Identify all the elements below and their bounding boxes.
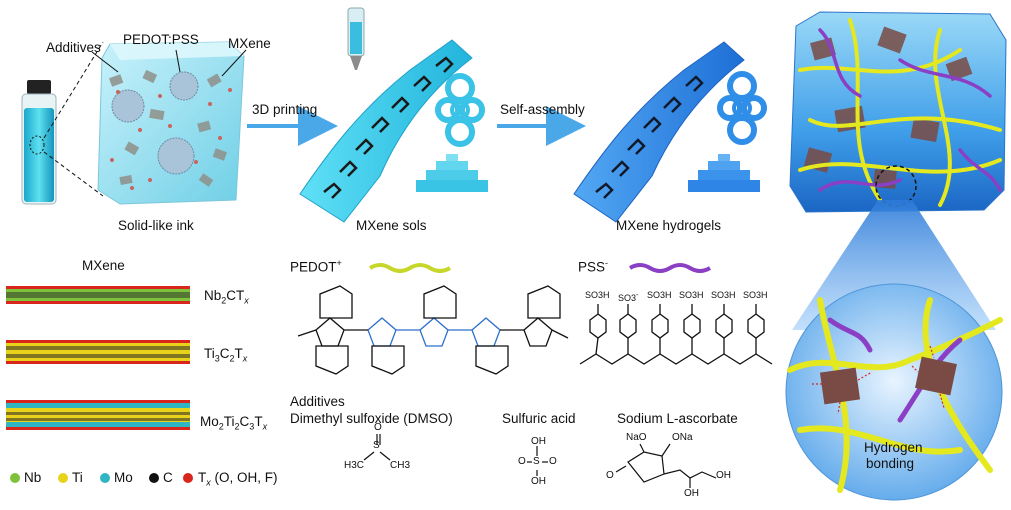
label-self-assembly: Self-assembly bbox=[500, 102, 585, 117]
legend-dots bbox=[10, 473, 193, 483]
dmso-ch3: CH3 bbox=[390, 460, 411, 471]
ascorbate-oh-1: OH bbox=[716, 470, 731, 481]
mxene-layer-nb bbox=[6, 286, 190, 304]
caption-mxene-hydrogels: MXene hydrogels bbox=[616, 218, 722, 233]
ascorbate-oh-2: OH bbox=[684, 488, 699, 499]
h2so4-o-right: O bbox=[549, 456, 557, 467]
dmso-s: S bbox=[373, 440, 380, 451]
sol-ribbon bbox=[299, 39, 473, 223]
pss-so3h-4: SO3H bbox=[711, 290, 736, 300]
pss-so3h-2: SO3H bbox=[647, 290, 672, 300]
formula-mo2ti2c3tx: Mo2Ti2C3Tx bbox=[200, 414, 268, 432]
pointer-mxene bbox=[221, 49, 247, 77]
hydrogel-block bbox=[789, 11, 1007, 213]
pedot-color-key bbox=[368, 263, 452, 273]
formula-ti3c2tx: Ti3C2Tx bbox=[204, 346, 248, 364]
gel-ribbon bbox=[573, 41, 745, 223]
formula-nb2ctx: Nb2CTx bbox=[204, 288, 249, 306]
gel-knot bbox=[717, 71, 767, 145]
ascorbate-ona: ONa bbox=[672, 432, 693, 443]
pss-so3h-5: SO3H bbox=[743, 290, 768, 300]
ascorbate-nao: NaO bbox=[626, 432, 647, 443]
h2so4-oh-top: OH bbox=[531, 436, 546, 447]
legend-mo: Mo bbox=[114, 470, 133, 485]
sol-knot bbox=[435, 73, 485, 147]
dmso-o: O bbox=[374, 422, 382, 433]
vial bbox=[21, 80, 57, 205]
label-hydrogen: Hydrogen bbox=[864, 440, 923, 455]
zoom-line-top bbox=[43, 41, 104, 139]
ink-cube bbox=[97, 41, 245, 205]
label-pedot: PEDOT+ bbox=[290, 258, 342, 275]
pss-so3h-3: SO3H bbox=[679, 290, 704, 300]
caption-mxene-sols: MXene sols bbox=[356, 218, 427, 233]
label-bonding: bonding bbox=[866, 456, 915, 471]
dmso-name: Dimethyl sulfoxide (DMSO) bbox=[290, 411, 453, 426]
ascorbate-name: Sodium L-ascorbate bbox=[617, 411, 738, 426]
label-additives: Additives bbox=[46, 40, 101, 55]
h2so4-o-left: O bbox=[518, 456, 526, 467]
sulfuric-acid-name: Sulfuric acid bbox=[502, 411, 576, 426]
h2so4-s: S bbox=[533, 456, 540, 467]
legend-tx: Tx (O, OH, F) bbox=[198, 470, 278, 488]
mxene-panel-title: MXene bbox=[82, 258, 125, 273]
label-3d-printing: 3D printing bbox=[252, 102, 318, 117]
pointer-additives bbox=[91, 51, 119, 73]
label-pedot-pss: PEDOT:PSS bbox=[123, 32, 199, 47]
pss-color-key bbox=[628, 263, 712, 273]
ascorbate-o-carbonyl: O bbox=[606, 470, 614, 481]
gel-pyramid bbox=[688, 154, 760, 192]
label-pss: PSS- bbox=[578, 258, 609, 275]
dmso-structure bbox=[363, 434, 391, 461]
pedot-structure bbox=[297, 285, 569, 375]
legend-ti: Ti bbox=[72, 470, 83, 485]
syringe bbox=[347, 7, 365, 70]
ascorbate-structure bbox=[615, 443, 717, 488]
zoom-line-bottom bbox=[43, 151, 104, 197]
pss-so3-minus: SO3- bbox=[618, 290, 639, 303]
pss-structure bbox=[579, 304, 773, 365]
sulfuric-acid-structure bbox=[527, 446, 548, 476]
mxene-layer-mo bbox=[6, 400, 190, 430]
pss-so3h-1: SO3H bbox=[585, 290, 610, 300]
label-mxene-ink: MXene bbox=[228, 36, 271, 51]
mxene-layer-ti bbox=[6, 340, 190, 364]
legend-nb: Nb bbox=[24, 470, 42, 485]
dmso-h3c: H3C bbox=[344, 460, 365, 471]
pointer-pedot bbox=[175, 49, 181, 73]
h2so4-oh-bottom: OH bbox=[531, 476, 546, 487]
additives-title: Additives bbox=[290, 394, 345, 409]
sol-pyramid bbox=[416, 154, 488, 192]
caption-solid-like-ink: Solid-like ink bbox=[118, 218, 194, 233]
legend-c: C bbox=[163, 470, 173, 485]
hydrogen-bond-bubble bbox=[785, 283, 1003, 501]
